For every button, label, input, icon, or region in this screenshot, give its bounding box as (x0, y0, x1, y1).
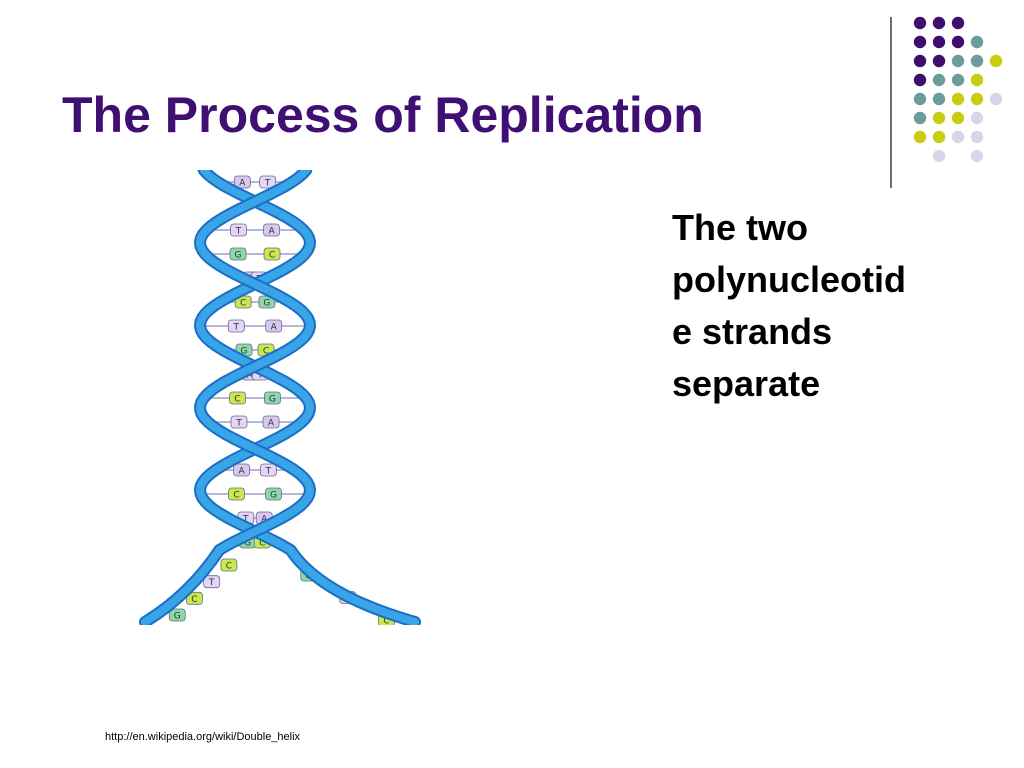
dot-purple (913, 54, 927, 68)
dna-strand-1 (193, 170, 421, 625)
base-G: G (265, 487, 282, 501)
svg-text:G: G (234, 251, 241, 261)
dot-lavender (989, 92, 1003, 106)
base-C: C (228, 487, 245, 501)
dot-purple (951, 35, 965, 49)
svg-text:C: C (269, 251, 275, 261)
svg-text:G: G (174, 612, 181, 622)
svg-text:C: C (259, 539, 265, 549)
svg-text:G: G (270, 491, 277, 501)
base-C: C (186, 591, 203, 605)
base-C: C (220, 558, 238, 572)
dot-teal (932, 73, 946, 87)
dot-olive (970, 73, 984, 87)
dot-teal (970, 35, 984, 49)
dot-olive (913, 130, 927, 144)
dot-lavender (932, 149, 946, 163)
dot-teal (951, 73, 965, 87)
base-T: T (230, 223, 247, 237)
svg-text:T: T (264, 179, 271, 189)
bullet-line-1: The two (672, 207, 808, 248)
bullet-line-2: polynucleotid (672, 259, 906, 300)
svg-text:G: G (244, 539, 251, 549)
dot-teal (913, 92, 927, 106)
base-C: C (234, 295, 252, 309)
svg-text:C: C (263, 347, 269, 357)
dot-purple (932, 16, 946, 30)
svg-text:A: A (271, 323, 278, 333)
svg-text:C: C (226, 562, 232, 572)
svg-text:A: A (247, 371, 254, 381)
base-A: A (233, 175, 251, 189)
svg-text:T: T (242, 515, 249, 525)
dot-olive (951, 92, 965, 106)
svg-text:G: G (269, 395, 276, 405)
base-A: A (233, 463, 250, 477)
svg-text:A: A (239, 467, 246, 477)
dna-strand-2 (139, 170, 317, 625)
svg-text:T: T (235, 419, 242, 429)
dot-olive (989, 54, 1003, 68)
base-T: T (230, 415, 248, 429)
dot-purple (951, 16, 965, 30)
dot-purple (932, 54, 946, 68)
dot-olive (932, 111, 946, 125)
base-C: C (229, 391, 246, 405)
base-A: A (262, 415, 280, 429)
svg-text:A: A (268, 419, 275, 429)
dot-olive (932, 130, 946, 144)
base-T: T (227, 319, 245, 333)
dot-lavender (970, 111, 984, 125)
base-G: G (168, 608, 186, 622)
dot-purple (932, 35, 946, 49)
svg-text:A: A (239, 179, 246, 189)
base-A: A (263, 223, 280, 237)
dot-lavender (970, 149, 984, 163)
svg-text:T: T (265, 467, 272, 477)
svg-text:T: T (233, 323, 240, 333)
base-A: A (265, 319, 283, 333)
source-link[interactable]: http://en.wikipedia.org/wiki/Double_heli… (105, 731, 301, 743)
base-G: G (229, 247, 247, 261)
svg-text:C: C (383, 617, 389, 626)
svg-text:G: G (241, 347, 248, 357)
base-C: C (263, 247, 281, 261)
svg-text:C: C (240, 299, 246, 309)
dot-purple (913, 73, 927, 87)
base-T: T (260, 463, 277, 477)
dot-lavender (951, 130, 965, 144)
dot-purple (913, 35, 927, 49)
dot-olive (970, 92, 984, 106)
dot-teal (951, 54, 965, 68)
dot-teal (970, 54, 984, 68)
slide-title: The Process of Replication (62, 87, 704, 143)
svg-text:C: C (191, 595, 197, 605)
svg-text:T: T (235, 227, 242, 237)
dot-olive (951, 111, 965, 125)
base-G: G (258, 295, 276, 309)
dot-teal (932, 92, 946, 106)
svg-text:C: C (234, 395, 240, 405)
base-G: G (264, 391, 281, 405)
svg-text:G: G (263, 299, 270, 309)
dot-teal (913, 111, 927, 125)
dot-purple (913, 16, 927, 30)
svg-text:A: A (261, 515, 268, 525)
svg-text:C: C (233, 491, 239, 501)
bullet-line-4: separate (672, 363, 821, 404)
bullet-line-3: e strands (672, 311, 833, 352)
svg-text:A: A (268, 227, 275, 237)
svg-text:T: T (208, 578, 215, 588)
dot-lavender (970, 130, 984, 144)
base-T: T (259, 175, 277, 189)
header-divider (890, 17, 892, 188)
bullet-text: The two polynucleotid e strands separate (672, 202, 962, 410)
base-T: T (203, 575, 221, 588)
